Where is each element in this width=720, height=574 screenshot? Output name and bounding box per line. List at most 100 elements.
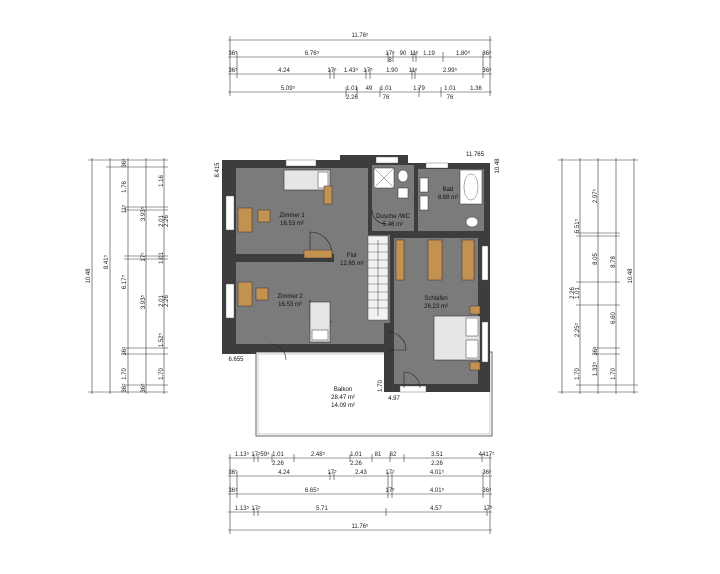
bot-r3-e: 36⁵ (482, 487, 492, 494)
top-r3-b: 1.01 (346, 86, 358, 92)
bot-r1-sub-b: 2.26 (350, 461, 362, 467)
top-r3-e: 1.79 (413, 86, 425, 92)
top-r1-b: 6.76⁵ (305, 50, 320, 57)
bot-r4-c: 5.71 (316, 506, 328, 512)
left-c2-i: 36⁵ (121, 383, 128, 393)
top-r2-c: 17⁵ (327, 67, 337, 74)
bot-r1-d: 1.01 (272, 452, 284, 458)
left-c1-i: 36⁵ (140, 383, 147, 393)
bot-r2-d: 2.43 (355, 470, 367, 476)
room-label-dusche: Dusche /WC (376, 214, 410, 220)
bot-r1-g: 81 (375, 452, 382, 458)
level-top-right: 11.765 (466, 152, 485, 158)
bot-r4-a: 1.13⁵ (235, 505, 250, 512)
top-r3-d: 1.01 (380, 86, 392, 92)
bot-r2-a: 36⁵ (228, 469, 238, 476)
bot-r1-sub-a: 2.26 (272, 461, 284, 467)
room-area2-balkon: 14.09 m² (331, 403, 355, 409)
left-c2-a: 1.16 (159, 175, 165, 187)
bot-r4-d: 4.57 (430, 506, 442, 512)
left-c1-e: 17⁵ (140, 252, 147, 262)
right-c2-a: 8.05 (593, 253, 599, 265)
bot-r4-b: 17⁵ (251, 505, 261, 512)
top-r2-d: 1.43⁵ (344, 67, 359, 74)
room-label-schlafen: Schlafen (424, 296, 447, 302)
top-r2-g: 11⁵ (409, 67, 418, 74)
bottom-overall-label: 11.76⁵ (351, 523, 369, 530)
bot-r1-sub-c: 2.26 (431, 461, 443, 467)
plan-body (222, 155, 493, 437)
top-r2-h: 2.99⁵ (443, 67, 458, 74)
bot-r3-b: 6.65⁵ (305, 487, 320, 494)
bot-r1-f: 1.01 (350, 452, 362, 458)
bot-r1-c: 59⁵ (260, 451, 270, 458)
bot-r3-c: 17⁵ (385, 487, 395, 494)
bot-r2-g: 36⁵ (482, 469, 492, 476)
left-c1-d: 3.93⁵ (140, 206, 147, 221)
left-c3-a: 8.41⁵ (103, 254, 110, 269)
left-c2-d: 1.01 (159, 252, 165, 264)
bot-r4-e: 17⁵ (483, 505, 493, 512)
left-c1-g: 36⁵ (121, 346, 128, 356)
bottom-dimension-chains (228, 454, 492, 534)
bot-r1-a: 1.13⁵ (235, 451, 250, 458)
room-area-zimmer-2: 16.53 m² (278, 302, 302, 308)
toilet-icon (465, 216, 479, 228)
top-r1-h: 36⁵ (482, 50, 492, 57)
bot-r1-i: 3.51 (431, 452, 443, 458)
room-label-flur: Flur (347, 253, 357, 259)
sink-icon (419, 177, 429, 193)
top-r3-sub-c: 76 (447, 95, 454, 101)
top-r3-g: 1.36 (470, 86, 482, 92)
bathtub-icon (459, 169, 483, 205)
level-top-left: 8.415 (215, 162, 221, 178)
right-c1-a: 2.97⁵ (592, 188, 599, 203)
left-c2-b: 2.01 (159, 215, 165, 227)
bot-r1-h: 62 (390, 452, 397, 458)
level-balkon-edge: 4.97 (388, 396, 400, 402)
top-r1-sub: 8 (388, 58, 392, 64)
right-dimension-labels: 10.48 2.97⁵ 5.51⁵ 1.01 2.26 2.25⁵ 1.70 8… (570, 188, 634, 379)
bot-r1-e: 2.48⁵ (311, 451, 326, 458)
top-r3-f: 1.01 (444, 86, 456, 92)
right-dimension-chains (558, 158, 638, 394)
right-c2-b: 6.60 (611, 312, 617, 324)
left-c1-h: 1.70 (122, 368, 128, 380)
wardrobe-icon (427, 239, 443, 281)
room-area-bad: 8.69 m² (438, 195, 458, 201)
chair-icon (255, 287, 269, 301)
bottom-dimension-labels: 1.13⁵ 17⁵ 59⁵ 1.01 2.48⁵ 1.01 81 62 3.51… (228, 451, 495, 530)
top-r2-b: 4.24 (278, 68, 290, 74)
bot-r1-j: 44 (479, 452, 486, 458)
desk-icon (237, 281, 253, 307)
room-label-bad: Bad (443, 187, 454, 193)
left-c1-a: 36⁵ (121, 158, 128, 168)
right-c1-d: 2.26 (570, 287, 576, 299)
top-r3-sub-b: 76 (383, 95, 390, 101)
room-area-flur: 12.65 m² (340, 261, 364, 267)
room-area-schlafen: 26.23 m² (424, 304, 448, 310)
right-c1-f: 1.70 (575, 368, 581, 380)
top-overall-label: 11.76⁵ (351, 32, 369, 39)
top-r1-g: 1.80⁵ (456, 50, 471, 57)
room-label-zimmer-1: Zimmer 1 (279, 213, 305, 219)
top-r1-d: 90 (400, 51, 407, 57)
left-c1-f: 3.93⁵ (140, 294, 147, 309)
staircase (367, 235, 389, 321)
left-c3-b: 6.17⁵ (121, 274, 128, 289)
top-dimension-chains (228, 36, 492, 97)
bot-r2-c: 17⁵ (327, 469, 337, 476)
top-r2-i: 36⁵ (482, 67, 492, 74)
toilet-icon (397, 169, 409, 183)
chair-icon (257, 209, 271, 223)
level-balkon-side: 1.70 (378, 380, 384, 392)
room-flur (334, 168, 368, 344)
top-r3-c: 49 (366, 86, 373, 92)
left-c2-h: 1.70 (159, 368, 165, 380)
left-c2-g: 1.52⁵ (158, 332, 165, 347)
room-label-zimmer-2: Zimmer 2 (277, 294, 303, 300)
top-r2-f: 1.90 (386, 68, 398, 74)
top-r1-e: 11⁵ (410, 50, 419, 57)
top-r2-e: 17⁵ (363, 67, 373, 74)
